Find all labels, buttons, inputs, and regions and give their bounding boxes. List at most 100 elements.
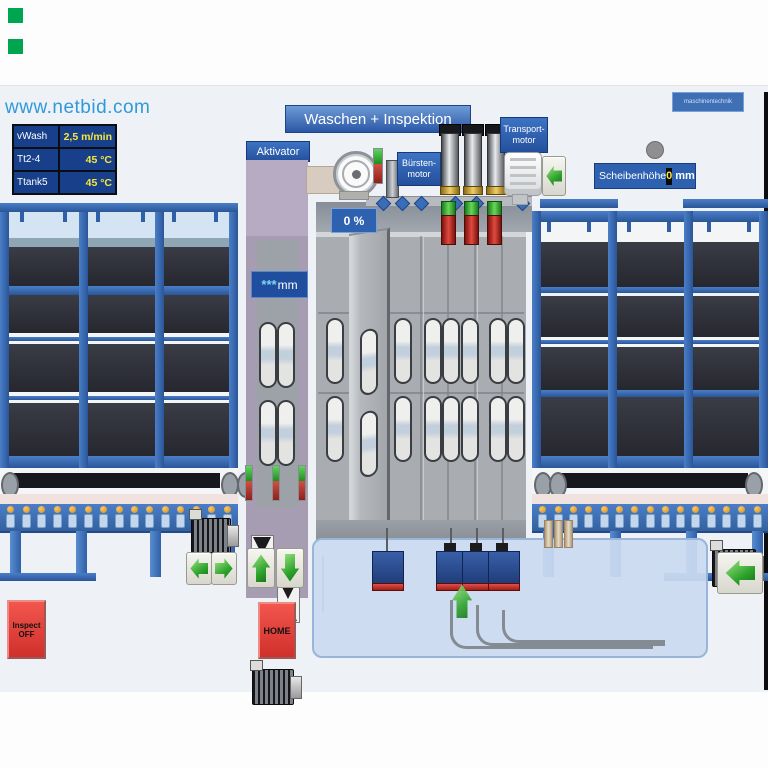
label-line: Transport- [503,124,545,134]
pump-pipe [476,605,665,646]
transport-run-button[interactable] [542,156,566,196]
tank-pipe [564,520,573,548]
valve-body [487,215,502,245]
process-value-table: vWash 2,5 m/min Tt2-4 45 °C Ttank5 45 °C [12,124,117,195]
rack-tick [141,212,145,222]
rack-panel-row [532,242,768,287]
arrow-left-icon [546,165,562,187]
rack-panel-row [532,397,768,456]
activator-up-button[interactable] [247,548,275,588]
machine-window [442,396,460,462]
conveyor-edge-strip [0,494,238,504]
vendor-button[interactable]: maschinentechnik [672,92,744,112]
glass-height-unit: mm [675,170,695,182]
glass-carrier-bar [556,473,748,488]
machine-window [424,318,442,384]
table-row: Tt2-4 45 °C [14,149,115,172]
cylinder-base [440,186,460,195]
row-label: vWash [14,126,60,147]
machine-window [507,396,525,462]
cylinder-base [463,186,483,195]
pump-cap [470,543,482,552]
rack-rail [0,286,238,295]
rack-rail [0,337,238,341]
status-indicator [245,465,253,501]
transport-motor-icon [504,152,542,196]
roller-icon [660,505,670,529]
machine-open-door [349,227,390,537]
status-indicator [272,465,280,501]
flow-up-arrow-icon [451,584,473,618]
rack-panel-row [532,347,768,390]
sensor-dot-icon [646,141,664,159]
machine-window [424,396,442,462]
machine-panel-highlight [423,236,424,538]
rack-rail [532,340,768,344]
conveyor-left-button[interactable] [186,552,212,585]
machine-window [394,318,412,384]
rack-rail [532,287,768,293]
floor-rail [0,573,96,581]
fan-status-indicator [373,148,383,184]
rack-panel-row [0,295,238,333]
machine-window [326,318,344,384]
activator-window [277,322,295,388]
conveyor-right-button[interactable] [211,552,237,585]
rack-leg [76,531,87,577]
roller-icon [160,505,170,529]
rack-rail [0,396,238,400]
roller-icon [6,505,16,529]
rack-post [608,211,617,468]
row-label: Tt2-4 [14,149,60,170]
status-indicator [298,465,306,501]
machine-seam [447,236,449,538]
home-button[interactable]: HOME [258,602,296,659]
feed-pipe [386,528,388,552]
pump-mount [488,583,520,591]
rack-post [0,212,9,468]
machine-window [442,318,460,384]
right-rack-top-rail [540,199,618,208]
brush-cylinder-icon [441,133,459,188]
machine-window [489,318,507,384]
rack-panel-row [0,344,238,392]
glass-height-label: Scheibenhöhe [599,170,667,182]
activator-down-button[interactable] [276,548,304,588]
brush-motor-label: Bürsten- motor [397,152,441,186]
roller-icon [99,505,109,529]
roller-icon [584,505,594,529]
roller-icon [706,505,716,529]
rack-tick [707,222,711,232]
left-rack-light-band [0,212,238,238]
rack-gap [532,222,768,242]
activator-window [259,322,277,388]
status-square-icon [8,8,23,23]
pump-frame [372,551,404,585]
rack-tick [627,222,631,232]
arrow-down-icon [280,554,300,582]
rack-post [759,211,768,468]
machine-panel-highlight [477,236,478,538]
inspect-off-button[interactable]: Inspect OFF [7,600,46,659]
rack-post [532,211,541,468]
roller-icon [21,505,31,529]
watermark-text: www.netbid.com [5,97,151,118]
rack-tick [20,212,24,222]
roller-icon [599,505,609,529]
pump-cap [444,543,456,552]
tank-pipe [554,520,563,548]
tank-pipe [544,520,553,548]
arrow-left-icon [190,558,208,579]
activator-position-display: *** mm [251,271,308,298]
right-rack-posts [532,211,768,468]
roller-icon [37,505,47,529]
roller-icon [630,505,640,529]
table-row: Ttank5 45 °C [14,172,115,193]
row-value: 45 °C [85,153,112,166]
left-rack-gray-band [0,238,238,247]
transport-motor-label: Transport- motor [500,117,548,153]
roller-icon [129,505,139,529]
conveyor-reverse-button[interactable] [717,552,763,594]
activator-column-top [246,160,308,236]
